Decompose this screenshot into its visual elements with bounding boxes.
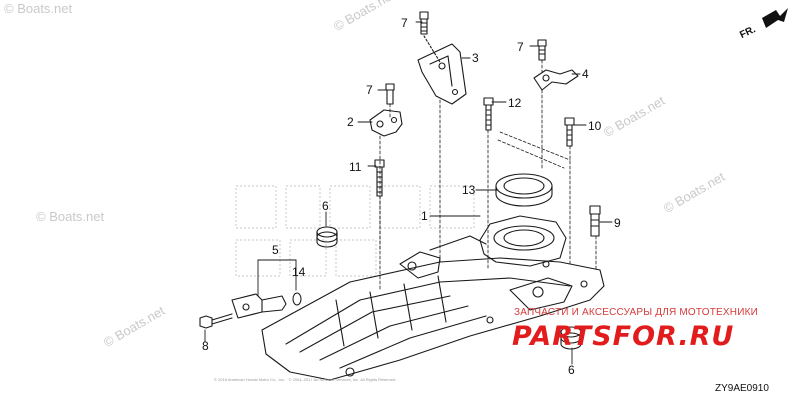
callout-3: 3	[472, 51, 479, 65]
diagram-code: ZY9AE0910	[715, 383, 769, 394]
callout-13: 13	[462, 183, 476, 197]
bracket-3	[417, 43, 467, 105]
honda-marine-logo	[235, 185, 475, 277]
alignment-lines	[379, 59, 597, 291]
callout-9: 9	[614, 216, 621, 230]
callout-12: 12	[508, 96, 522, 110]
bolt-11	[374, 159, 385, 197]
grommet-6-lower	[560, 326, 582, 350]
sensor-5	[231, 293, 287, 319]
callout-4: 4	[582, 67, 589, 81]
bolt-12	[483, 97, 494, 131]
bolt-9	[589, 205, 601, 237]
callout-6: 6	[322, 199, 329, 213]
bracket-2	[369, 109, 403, 137]
oil-seal-13	[495, 173, 553, 207]
bracket-4	[533, 69, 579, 91]
bolt-7-left	[385, 83, 395, 105]
callout-7: 7	[401, 16, 408, 30]
copyright-note: © 2016 American Honda Motor Co., Inc. · …	[214, 377, 397, 382]
shop-logo: PARTSFOR.RU	[512, 321, 735, 352]
bolt-7-top	[419, 11, 429, 35]
callout-11: 11	[349, 160, 362, 174]
callout-7: 7	[517, 40, 524, 54]
callout-1: 1	[421, 209, 428, 223]
forward-arrow-icon	[762, 8, 788, 28]
callout-2: 2	[347, 115, 354, 129]
callout-6: 6	[568, 363, 575, 377]
leader-lines	[204, 21, 613, 365]
watermark-text: © Boats.net	[4, 1, 73, 16]
callout-5: 5	[272, 243, 279, 257]
bolt-10	[564, 117, 575, 147]
watermark-text: © Boats.net	[36, 209, 105, 224]
callout-14: 14	[292, 265, 306, 279]
bolt-8	[199, 313, 233, 329]
callout-7: 7	[366, 83, 373, 97]
callout-10: 10	[588, 119, 602, 133]
o-ring-14	[292, 292, 302, 306]
grommet-6-upper	[316, 226, 338, 248]
callout-8: 8	[202, 339, 209, 353]
bolt-7-right	[537, 39, 547, 61]
shop-tagline: ЗАПЧАСТИ И АКСЕССУАРЫ ДЛЯ МОТОТЕХНИКИ	[514, 307, 759, 318]
oil-case-1	[261, 215, 605, 381]
